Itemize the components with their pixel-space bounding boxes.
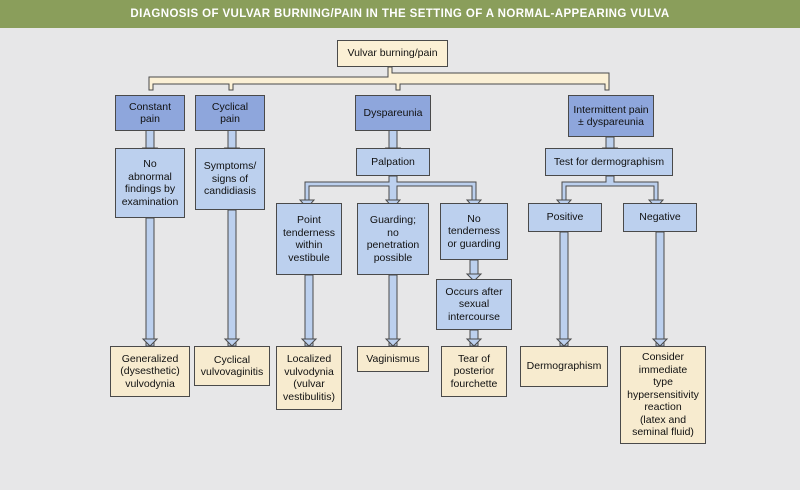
node-label: Positive: [546, 211, 584, 224]
node-label: Consider immediate type hypersensitivity…: [627, 351, 699, 439]
node-label: Point tenderness within vestibule: [283, 214, 335, 264]
arrowhead-occurs: [465, 273, 483, 282]
arrowhead-vaginismus: [384, 338, 402, 347]
node-label: Dermographism: [526, 360, 602, 373]
node-intermittent-pain: Intermittent pain ± dyspareunia: [568, 95, 654, 137]
node-label: Cyclical vulvovaginitis: [200, 353, 264, 379]
connector-point: [304, 274, 314, 347]
outcome-vaginismus: Vaginismus: [357, 346, 429, 372]
connector-symptoms: [227, 209, 237, 347]
arrowhead-tear: [465, 338, 483, 347]
node-guarding: Guarding; no penetration possible: [357, 203, 429, 275]
arrowhead-cyclical-vv: [223, 338, 241, 347]
connector-negative: [655, 231, 665, 347]
node-label: Localized vulvodynia (vulvar vestibuliti…: [283, 353, 335, 403]
title-banner: DIAGNOSIS OF VULVAR BURNING/PAIN IN THE …: [0, 0, 800, 28]
dermographism-branch-connector: [561, 175, 659, 201]
connector-cyclical: [227, 129, 237, 149]
arrowhead-localized: [300, 338, 318, 347]
arrowhead-generalized: [141, 338, 159, 347]
node-label: No abnormal findings by examination: [121, 158, 179, 208]
connector-no-abnormal: [145, 217, 155, 347]
connector-dyspareunia: [388, 129, 398, 149]
node-label: Intermittent pain ± dyspareunia: [573, 103, 649, 129]
node-label: Constant pain: [128, 100, 172, 126]
node-label: Vulvar burning/pain: [347, 47, 438, 60]
connector-no-tender: [469, 259, 479, 275]
node-no-tenderness: No tenderness or guarding: [440, 203, 508, 260]
outcome-dermographism: Dermographism: [520, 346, 608, 387]
node-label: Tear of posterior fourchette: [450, 352, 498, 390]
node-label: Guarding; no penetration possible: [366, 214, 420, 264]
node-no-abnormal-findings: No abnormal findings by examination: [115, 148, 185, 218]
node-positive: Positive: [528, 203, 602, 232]
node-label: Cyclical pain: [211, 100, 249, 126]
node-label: Generalized (dysesthetic) vulvodynia: [120, 352, 180, 390]
connector-positive: [559, 231, 569, 347]
node-palpation: Palpation: [356, 148, 430, 176]
node-test-dermographism: Test for dermographism: [545, 148, 673, 176]
connector-intermittent: [605, 136, 615, 149]
node-label: Vaginismus: [366, 352, 420, 365]
node-label: Dyspareunia: [363, 106, 423, 119]
node-vulvar-burning-pain: Vulvar burning/pain: [337, 40, 448, 67]
node-label: Test for dermographism: [553, 155, 665, 168]
node-dyspareunia: Dyspareunia: [355, 95, 431, 131]
node-label: Palpation: [371, 155, 415, 168]
node-constant-pain: Constant pain: [115, 95, 185, 131]
outcome-tear-posterior-fourchette: Tear of posterior fourchette: [441, 346, 507, 397]
arrowhead-consider: [651, 338, 669, 347]
node-symptoms-candidiasis: Symptoms/ signs of candidiasis: [195, 148, 265, 210]
connector-guarding: [388, 274, 398, 347]
outcome-localized-vulvodynia: Localized vulvodynia (vulvar vestibuliti…: [276, 346, 342, 410]
node-label: No tenderness or guarding: [447, 212, 501, 250]
node-occurs-after-intercourse: Occurs after sexual intercourse: [436, 279, 512, 330]
outcome-hypersensitivity-reaction: Consider immediate type hypersensitivity…: [620, 346, 706, 444]
outcome-generalized-vulvodynia: Generalized (dysesthetic) vulvodynia: [110, 346, 190, 397]
connector-constant: [145, 129, 155, 149]
node-negative: Negative: [623, 203, 697, 232]
palpation-branch-connector: [304, 175, 477, 201]
outcome-cyclical-vulvovaginitis: Cyclical vulvovaginitis: [194, 346, 270, 386]
node-label: Symptoms/ signs of candidiasis: [203, 160, 257, 198]
arrowhead-dermographism: [555, 338, 573, 347]
diagram-title: DIAGNOSIS OF VULVAR BURNING/PAIN IN THE …: [130, 8, 670, 20]
node-label: Negative: [639, 211, 681, 224]
node-cyclical-pain: Cyclical pain: [195, 95, 265, 131]
root-branch-connector: [148, 66, 610, 91]
node-label: Occurs after sexual intercourse: [445, 285, 503, 323]
node-point-tenderness: Point tenderness within vestibule: [276, 203, 342, 275]
